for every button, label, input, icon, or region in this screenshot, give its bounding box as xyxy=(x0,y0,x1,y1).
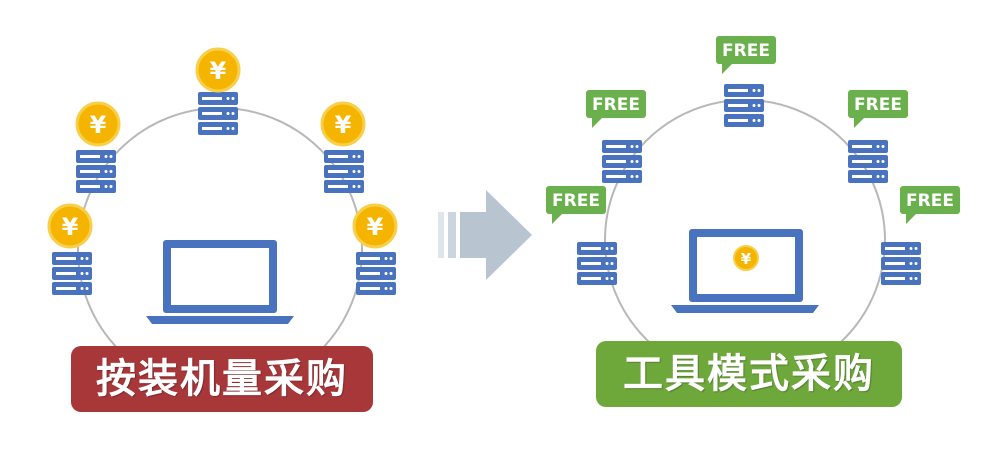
left-server-icon-lower-right xyxy=(356,252,396,295)
right-server-icon-upper-right xyxy=(848,140,888,183)
coin-icon: ¥ xyxy=(47,203,93,249)
coin-symbol: ¥ xyxy=(62,213,79,241)
coin-icon: ¥ xyxy=(75,101,121,147)
coin-icon: ¥ xyxy=(320,101,366,147)
left-server-icon-top xyxy=(198,92,238,135)
free-badge: FREE xyxy=(716,36,776,74)
left-server-icon-upper-left xyxy=(76,150,116,193)
left-panel: ¥ ¥ ¥ ¥ ¥ xyxy=(47,47,398,393)
right-server-icon-lower-right xyxy=(881,242,921,285)
right-server-icon-top xyxy=(724,84,764,127)
free-badge-label: FREE xyxy=(906,191,954,211)
coin-symbol: ¥ xyxy=(210,57,227,85)
coin-icon: ¥ xyxy=(733,245,759,271)
coin-symbol: ¥ xyxy=(741,250,752,268)
left-laptop-icon xyxy=(146,240,294,324)
right-server-icon-upper-left xyxy=(602,140,642,183)
left-server-icon-upper-right xyxy=(324,150,364,193)
free-badge-label: FREE xyxy=(552,191,600,211)
arrow-right-icon xyxy=(438,190,532,280)
coin-icon: ¥ xyxy=(352,203,398,249)
left-server-icon-lower-left xyxy=(52,252,92,295)
coin-icon: ¥ xyxy=(195,47,241,93)
free-badge-label: FREE xyxy=(592,95,640,115)
right-caption-label: 工具模式采购 xyxy=(596,341,902,407)
free-badge: FREE xyxy=(586,90,646,128)
free-badge: FREE xyxy=(546,186,606,224)
free-badge-label: FREE xyxy=(722,41,770,61)
free-badge: FREE xyxy=(900,186,960,224)
right-laptop-icon xyxy=(671,229,819,313)
right-panel: ¥ FREE FREE FREE FREE xyxy=(546,36,960,381)
coin-symbol: ¥ xyxy=(90,111,107,139)
free-badge: FREE xyxy=(848,90,908,128)
coin-symbol: ¥ xyxy=(367,213,384,241)
right-server-icon-lower-left xyxy=(577,242,617,285)
left-caption-label: 按装机量采购 xyxy=(71,346,373,412)
free-badge-label: FREE xyxy=(854,95,902,115)
coin-symbol: ¥ xyxy=(335,111,352,139)
